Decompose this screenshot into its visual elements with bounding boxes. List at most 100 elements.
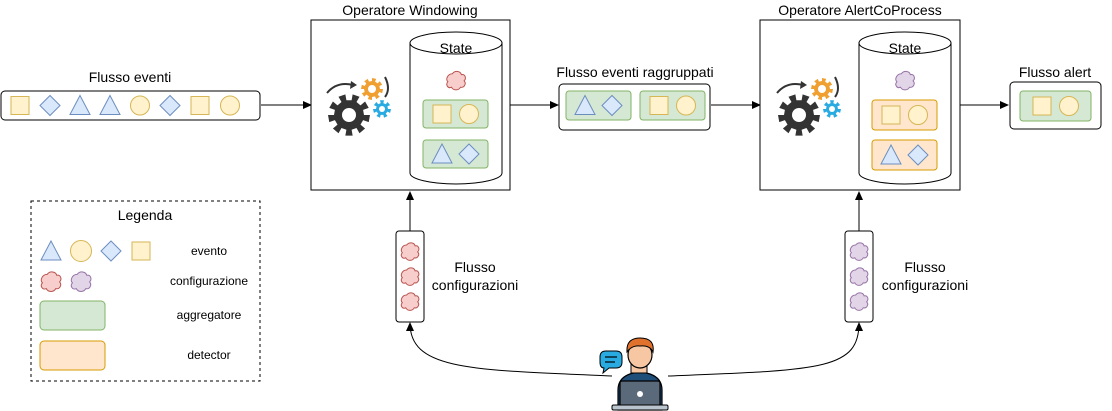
- rotation-arrow: [834, 76, 839, 98]
- event-triangle: [431, 142, 453, 164]
- cloud-shape: [400, 292, 420, 311]
- cloud-icon: [400, 292, 420, 311]
- event-square: [190, 96, 210, 115]
- alert-stream-title: Flusso alert: [1019, 64, 1091, 80]
- cloud-icon: [895, 70, 915, 91]
- event-circle: [220, 95, 240, 116]
- cylinder-top: [409, 31, 503, 55]
- event-circle: [1059, 96, 1079, 116]
- input-stream-title: Flusso eventi: [89, 69, 171, 85]
- gear-large: [328, 94, 370, 136]
- gear-hole: [792, 108, 806, 122]
- event-diamond: [601, 94, 623, 117]
- detector-group: [871, 99, 938, 131]
- legend-label-event: evento: [191, 244, 227, 258]
- event-diamond: [458, 143, 480, 165]
- cloud-shape: [895, 70, 915, 91]
- grouped-stream-title: Flusso eventi raggruppati: [556, 64, 713, 80]
- cloud-icon: [446, 70, 466, 91]
- rotation-arrow: [326, 83, 354, 94]
- event-circle: [130, 95, 150, 116]
- event-triangle: [574, 94, 596, 115]
- gear-small-blue: [373, 100, 391, 118]
- legend-title: Legenda: [118, 207, 173, 223]
- alert-state-label: State: [889, 40, 922, 56]
- rotation-arrowhead: [800, 81, 807, 89]
- legend-label-detector: detector: [187, 348, 230, 362]
- rotation-arrow: [776, 83, 804, 94]
- event-square: [1032, 96, 1052, 116]
- event-circle: [459, 104, 479, 124]
- arrow-user-to-config-right: [667, 322, 863, 377]
- arrow-user-to-config-left: [406, 322, 613, 377]
- config-stream-windowing: [395, 230, 425, 323]
- aggregator-group: [639, 90, 706, 121]
- cloud-icon: [400, 267, 420, 286]
- event-diamond: [39, 94, 61, 117]
- event-circle: [676, 95, 696, 116]
- cloud-icon: [849, 242, 869, 261]
- cloud-icon: [849, 292, 869, 311]
- gear-hole: [379, 106, 385, 112]
- event-circle: [70, 240, 92, 262]
- event-diamond: [100, 240, 122, 262]
- aggregator-group: [1019, 90, 1092, 122]
- cloud-icon: [400, 242, 420, 261]
- legend-label-aggregator: aggregatore: [177, 308, 242, 322]
- config-stream-left-label-line1: Flusso: [454, 259, 495, 275]
- event-triangle: [880, 143, 902, 165]
- aggregator-group: [422, 139, 489, 169]
- alert-operator-title: Operatore AlertCoProcess: [778, 2, 941, 18]
- aggregator-box: [1019, 90, 1092, 122]
- cloud-shape: [849, 292, 869, 311]
- legend-symbols: [39, 239, 151, 371]
- windowing-operator-title: Operatore Windowing: [342, 2, 477, 18]
- windowing-state-label: State: [440, 40, 473, 56]
- event-triangle: [40, 239, 62, 261]
- gear-small-orange: [361, 78, 383, 100]
- legend-label-config: configurazione: [170, 274, 248, 288]
- laptop-base: [611, 404, 669, 411]
- cloud-shape: [70, 271, 92, 292]
- user-laptop-icon: [611, 337, 669, 411]
- config-stream-right-label-line1: Flusso: [904, 259, 945, 275]
- event-diamond: [159, 94, 181, 117]
- event-square: [881, 105, 901, 125]
- gear-hole: [368, 85, 376, 93]
- event-circle: [908, 105, 928, 125]
- gears-icon: [776, 76, 841, 136]
- event-square: [649, 96, 669, 115]
- gear-small-blue: [823, 100, 841, 118]
- legend-aggregator-swatch: [39, 300, 106, 331]
- rotation-arrow: [384, 76, 389, 98]
- event-triangle: [99, 94, 121, 115]
- event-triangle: [69, 94, 91, 115]
- gear-hole: [829, 106, 835, 112]
- event-square: [10, 96, 30, 115]
- event-square: [131, 241, 151, 261]
- gears-icon: [326, 76, 391, 136]
- config-stream-left-label-line2: configurazioni: [432, 277, 518, 293]
- user-hair: [626, 337, 654, 354]
- cylinder-top: [858, 31, 952, 55]
- gear-large: [778, 94, 820, 136]
- config-stream-alert: [844, 230, 874, 323]
- legend-detector-swatch: [39, 340, 106, 371]
- event-square: [432, 104, 452, 124]
- alert-stream: [1009, 81, 1102, 130]
- cloud-shape: [849, 267, 869, 286]
- rotation-arrowhead: [350, 81, 357, 89]
- laptop-logo: [637, 391, 643, 397]
- grouped-stream: [558, 83, 711, 131]
- cloud-shape: [849, 242, 869, 261]
- cloud-icon: [70, 271, 92, 292]
- cloud-shape: [446, 70, 466, 91]
- windowing-state-store: [409, 31, 503, 185]
- aggregator-group: [565, 90, 632, 121]
- gear-hole: [342, 108, 356, 122]
- cloud-shape: [40, 271, 62, 292]
- chat-bubble-icon: [599, 350, 623, 375]
- alert-state-store: [858, 31, 952, 185]
- config-stream-right-label-line2: configurazioni: [882, 277, 968, 293]
